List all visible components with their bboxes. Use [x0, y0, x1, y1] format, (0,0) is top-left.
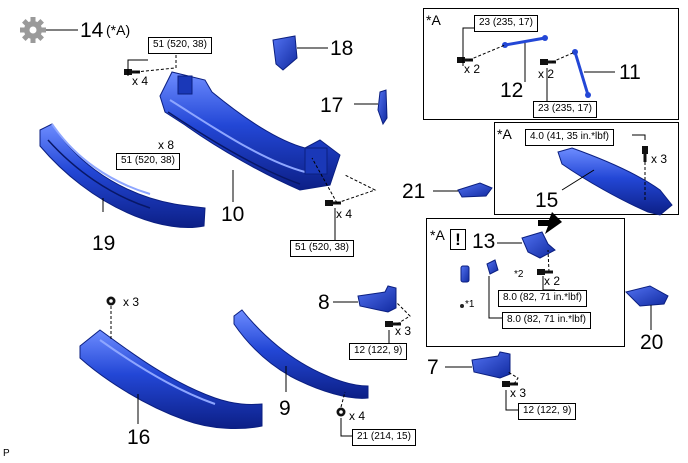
part-10-shape [159, 71, 341, 191]
qty-x4-bolt-10: x 4 [336, 207, 353, 221]
callout-10: 10 [221, 203, 245, 226]
part-9-shape [233, 309, 369, 399]
callout-7: 7 [427, 356, 439, 379]
part-21-shape [457, 182, 493, 198]
nut-icon [106, 296, 346, 417]
callout-18: 18 [330, 37, 354, 60]
qty-x3-bolt-7: x 3 [510, 386, 527, 400]
torque-box-8-0-top: 8.0 (82, 71 in.*lbf) [498, 290, 587, 307]
dashed-leaders [110, 44, 646, 408]
qty-x3-bolt-15: x 3 [651, 152, 668, 166]
callout-14-star-a: (*A) [106, 22, 131, 38]
torque-box-21: 21 (214, 15) [352, 429, 416, 446]
marker-star-1: *1 [465, 299, 475, 310]
caution-icon: ! [450, 229, 466, 250]
part-12-shape [502, 35, 548, 48]
callout-11: 11 [619, 61, 641, 84]
callout-19: 19 [92, 232, 116, 255]
detail-a-label-middle: *A [497, 126, 512, 142]
part-19-shape [39, 123, 206, 229]
part-16-shape [79, 329, 263, 429]
torque-box-12-bolt-8: 12 (122, 9) [349, 343, 408, 360]
footer-p: P [3, 448, 10, 459]
part-15-shape [557, 147, 673, 216]
callout-15: 15 [535, 189, 559, 212]
part-20-shape [625, 285, 669, 307]
qty-x4-bolt-14: x 4 [132, 74, 149, 88]
callout-12: 12 [500, 79, 524, 102]
part-7-shape [471, 351, 511, 379]
gear-icon [20, 17, 46, 43]
qty-x8: x 8 [158, 138, 175, 152]
torque-box-23-bottom: 23 (235, 17) [533, 101, 597, 118]
qty-x3-nut-16: x 3 [123, 295, 140, 309]
qty-x2-bolt-13: x 2 [544, 274, 561, 288]
callout-13: 13 [472, 230, 496, 253]
torque-box-8-0-bottom: 8.0 (82, 71 in.*lbf) [502, 312, 591, 329]
detail-frame-middle [494, 122, 679, 215]
callout-9: 9 [279, 397, 291, 420]
callout-8: 8 [318, 291, 330, 314]
torque-box-51-top: 51 (520, 38) [148, 37, 212, 54]
part-8-shape [357, 285, 397, 313]
detail-a-label-bottom: *A [430, 227, 445, 243]
callout-20: 20 [640, 331, 664, 354]
clip-part-shape [460, 259, 499, 308]
callout-17: 17 [320, 94, 344, 117]
torque-box-23-top: 23 (235, 17) [474, 15, 538, 32]
callout-21: 21 [402, 180, 426, 203]
torque-box-4-0: 4.0 (41, 35 in.*lbf) [525, 129, 614, 146]
qty-x4-nut-9: x 4 [349, 409, 366, 423]
arrow-icon [538, 212, 562, 234]
detail-a-label-top: *A [426, 12, 441, 28]
callout-16: 16 [127, 426, 151, 449]
part-13-shape [521, 231, 556, 259]
torque-box-51-right: 51 (520, 38) [290, 240, 354, 257]
detail-frame-top [423, 8, 679, 120]
qty-x2-bolt-11: x 2 [538, 67, 555, 81]
part-17-shape [377, 89, 388, 126]
torque-box-51-left: 51 (520, 38) [116, 153, 180, 170]
callout-14: 14 [80, 19, 104, 42]
torque-box-12-bolt-7: 12 (122, 9) [518, 403, 577, 420]
detail-frame-bottom [426, 218, 625, 347]
qty-x2-bolt-12: x 2 [464, 62, 481, 76]
part-11-shape [572, 49, 591, 98]
marker-star-2: *2 [514, 269, 524, 280]
part-18-shape [272, 35, 298, 71]
qty-x3-bolt-8: x 3 [395, 324, 412, 338]
